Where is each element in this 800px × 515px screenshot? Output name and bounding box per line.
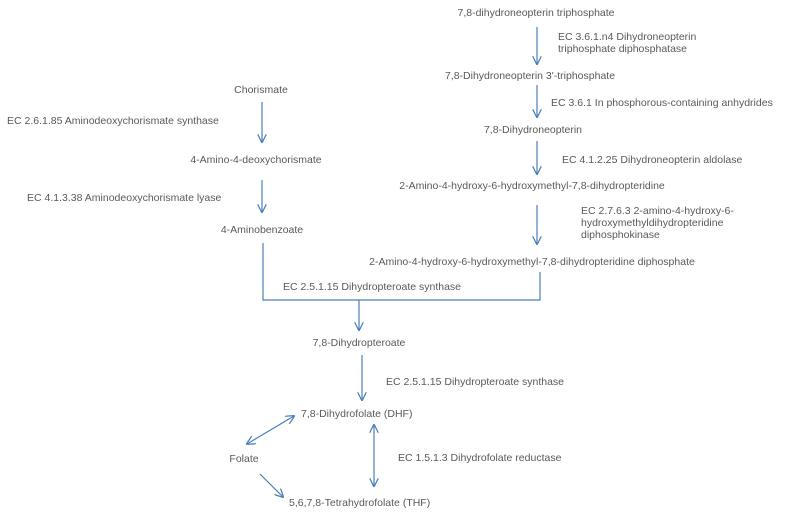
arrow-folate-dhf-bidirectional	[247, 416, 294, 444]
node-hydroxymethyl-dihydropteridine: 2-Amino-4-hydroxy-6-hydroxymethyl-7,8-di…	[399, 180, 665, 192]
node-aminobenzoate: 4-Aminobenzoate	[220, 224, 304, 236]
enzyme-ec-2-7-6-3: EC 2.7.6.3 2-amino-4-hydroxy-6-hydroxyme…	[581, 205, 734, 241]
node-dihydropteroate: 7,8-Dihydropteroate	[312, 337, 406, 349]
enzyme-ec-4-1-3-38: EC 4.1.3.38 Aminodeoxychorismate lyase	[27, 192, 222, 204]
enzyme-ec-4-1-2-25: EC 4.1.2.25 Dihydroneopterin aldolase	[562, 154, 743, 166]
node-dihydrofolate: 7,8-Dihydrofolate (DHF)	[301, 408, 413, 420]
node-dihydroneopterin: 7,8-Dihydroneopterin	[483, 124, 583, 136]
node-tetrahydrofolate: 5,6,7,8-Tetrahydrofolate (THF)	[289, 497, 431, 509]
node-chorismate: Chorismate	[234, 84, 288, 96]
arrow-folate-to-thf	[259, 473, 283, 497]
node-amino-deoxychorismate: 4-Amino-4-deoxychorismate	[190, 154, 322, 166]
node-dihydroneopterin-3-triphosphate: 7,8-Dihydroneopterin 3'-triphosphate	[444, 70, 616, 82]
node-dihydroneopterin-triphosphate: 7,8-dihydroneopterin triphosphate	[457, 7, 615, 19]
enzyme-ec-2-5-1-15-merge: EC 2.5.1.15 Dihydropteroate synthase	[283, 281, 462, 293]
enzyme-ec-1-5-1-3: EC 1.5.1.3 Dihydrofolate reductase	[398, 452, 562, 464]
enzyme-ec-3-6-1: EC 3.6.1 In phosphorous-containing anhyd…	[551, 97, 773, 109]
enzyme-ec-2-6-1-85: EC 2.6.1.85 Aminodeoxychorismate synthas…	[7, 115, 219, 127]
enzyme-ec-2-5-1-15: EC 2.5.1.15 Dihydropteroate synthase	[386, 376, 565, 388]
merge-connector	[262, 243, 541, 301]
node-folate: Folate	[229, 453, 259, 465]
enzyme-ec-3-6-1-n4: EC 3.6.1.n4 Dihydroneopterin triphosphat…	[558, 31, 697, 55]
node-hydroxymethyl-dihydropteridine-diphosphate: 2-Amino-4-hydroxy-6-hydroxymethyl-7,8-di…	[369, 256, 695, 268]
